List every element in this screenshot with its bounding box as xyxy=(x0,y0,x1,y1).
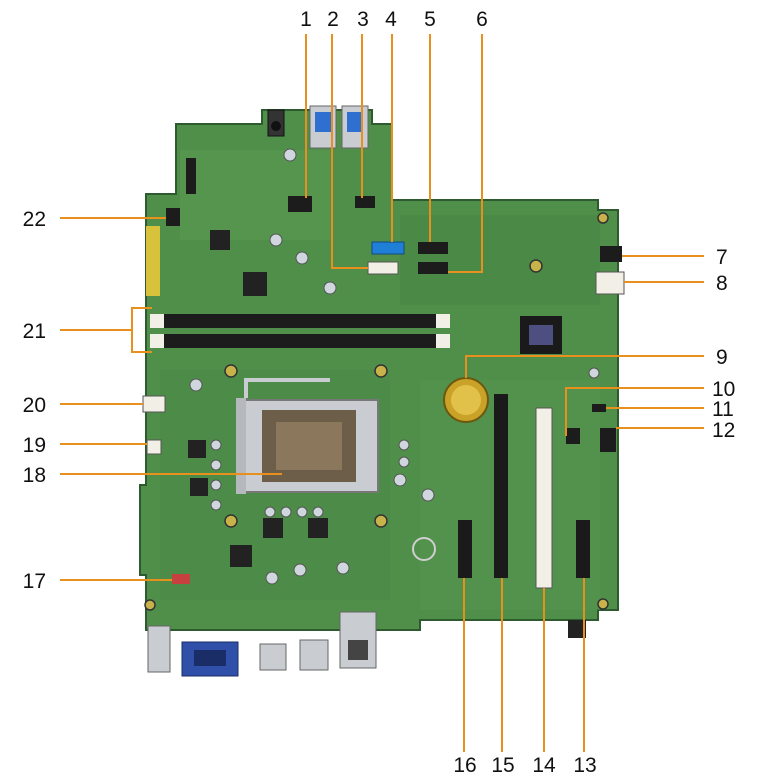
header-12 xyxy=(600,428,616,452)
leader-2 xyxy=(331,34,368,269)
pcie-x1-slot-13 xyxy=(576,520,590,578)
callout-4: 4 xyxy=(385,8,397,31)
mount-hole xyxy=(144,599,156,611)
mount-hole xyxy=(374,364,388,378)
callout-19: 19 xyxy=(23,434,46,457)
callout-5: 5 xyxy=(424,8,436,31)
fan-connector xyxy=(146,439,162,455)
sata-connector-2 xyxy=(367,261,399,275)
leader-6 xyxy=(448,34,483,273)
mount-hole xyxy=(224,514,238,528)
motherboard xyxy=(139,105,625,677)
callout-11: 11 xyxy=(712,398,734,421)
sata-connector-5 xyxy=(418,242,448,254)
callout-8: 8 xyxy=(716,272,728,295)
mount-hole xyxy=(224,364,238,378)
connector-7 xyxy=(600,246,622,262)
callout-3: 3 xyxy=(357,8,369,31)
callout-18: 18 xyxy=(23,464,46,487)
header-10 xyxy=(566,428,580,444)
front-panel-header xyxy=(186,158,196,194)
dimm-slot-1 xyxy=(150,314,450,328)
atx-power-area xyxy=(146,226,160,296)
power-connector-1 xyxy=(288,196,312,212)
leader-10 xyxy=(565,387,704,436)
callout-14: 14 xyxy=(532,754,556,777)
callout-1: 1 xyxy=(300,8,312,31)
callout-labels: 1 2 3 4 5 6 7 8 9 10 11 12 13 14 15 16 1… xyxy=(23,8,736,777)
header-22 xyxy=(166,208,180,226)
callout-6: 6 xyxy=(476,8,488,31)
displayport xyxy=(299,639,329,671)
callout-15: 15 xyxy=(491,754,514,777)
callout-21: 21 xyxy=(23,320,46,343)
callout-12: 12 xyxy=(712,419,735,442)
dell-logo xyxy=(412,537,436,561)
cpu-socket xyxy=(236,378,379,494)
leader-21-bracket xyxy=(131,307,152,353)
line-in-port xyxy=(147,625,171,673)
pci-slot xyxy=(535,407,553,589)
callout-13: 13 xyxy=(573,754,596,777)
pcie-x1-slot-16 xyxy=(458,520,472,578)
callout-9: 9 xyxy=(716,346,728,369)
mount-hole xyxy=(597,598,609,610)
cpu-power-connector xyxy=(142,395,166,413)
mount-hole xyxy=(597,212,609,224)
sata-connector-4 xyxy=(371,241,405,255)
callout-2: 2 xyxy=(327,8,339,31)
pcie-x16-slot xyxy=(494,394,508,578)
dimm-slot-2 xyxy=(150,334,450,348)
connector-8 xyxy=(595,271,625,295)
header-11 xyxy=(592,404,606,412)
power-connector-3 xyxy=(355,196,375,208)
speaker-connector xyxy=(172,574,190,584)
callout-10: 10 xyxy=(712,378,735,401)
memory-slots xyxy=(150,314,450,348)
hdmi-port xyxy=(259,643,287,671)
callout-7: 7 xyxy=(716,246,728,269)
callout-22: 22 xyxy=(23,208,46,231)
callout-17: 17 xyxy=(23,570,46,593)
mount-hole xyxy=(529,259,543,273)
sata-connector-6 xyxy=(418,262,448,274)
leader-9 xyxy=(465,355,704,378)
leader-lines xyxy=(60,34,704,752)
callout-16: 16 xyxy=(453,754,476,777)
mount-hole xyxy=(374,514,388,528)
callout-20: 20 xyxy=(23,394,46,417)
